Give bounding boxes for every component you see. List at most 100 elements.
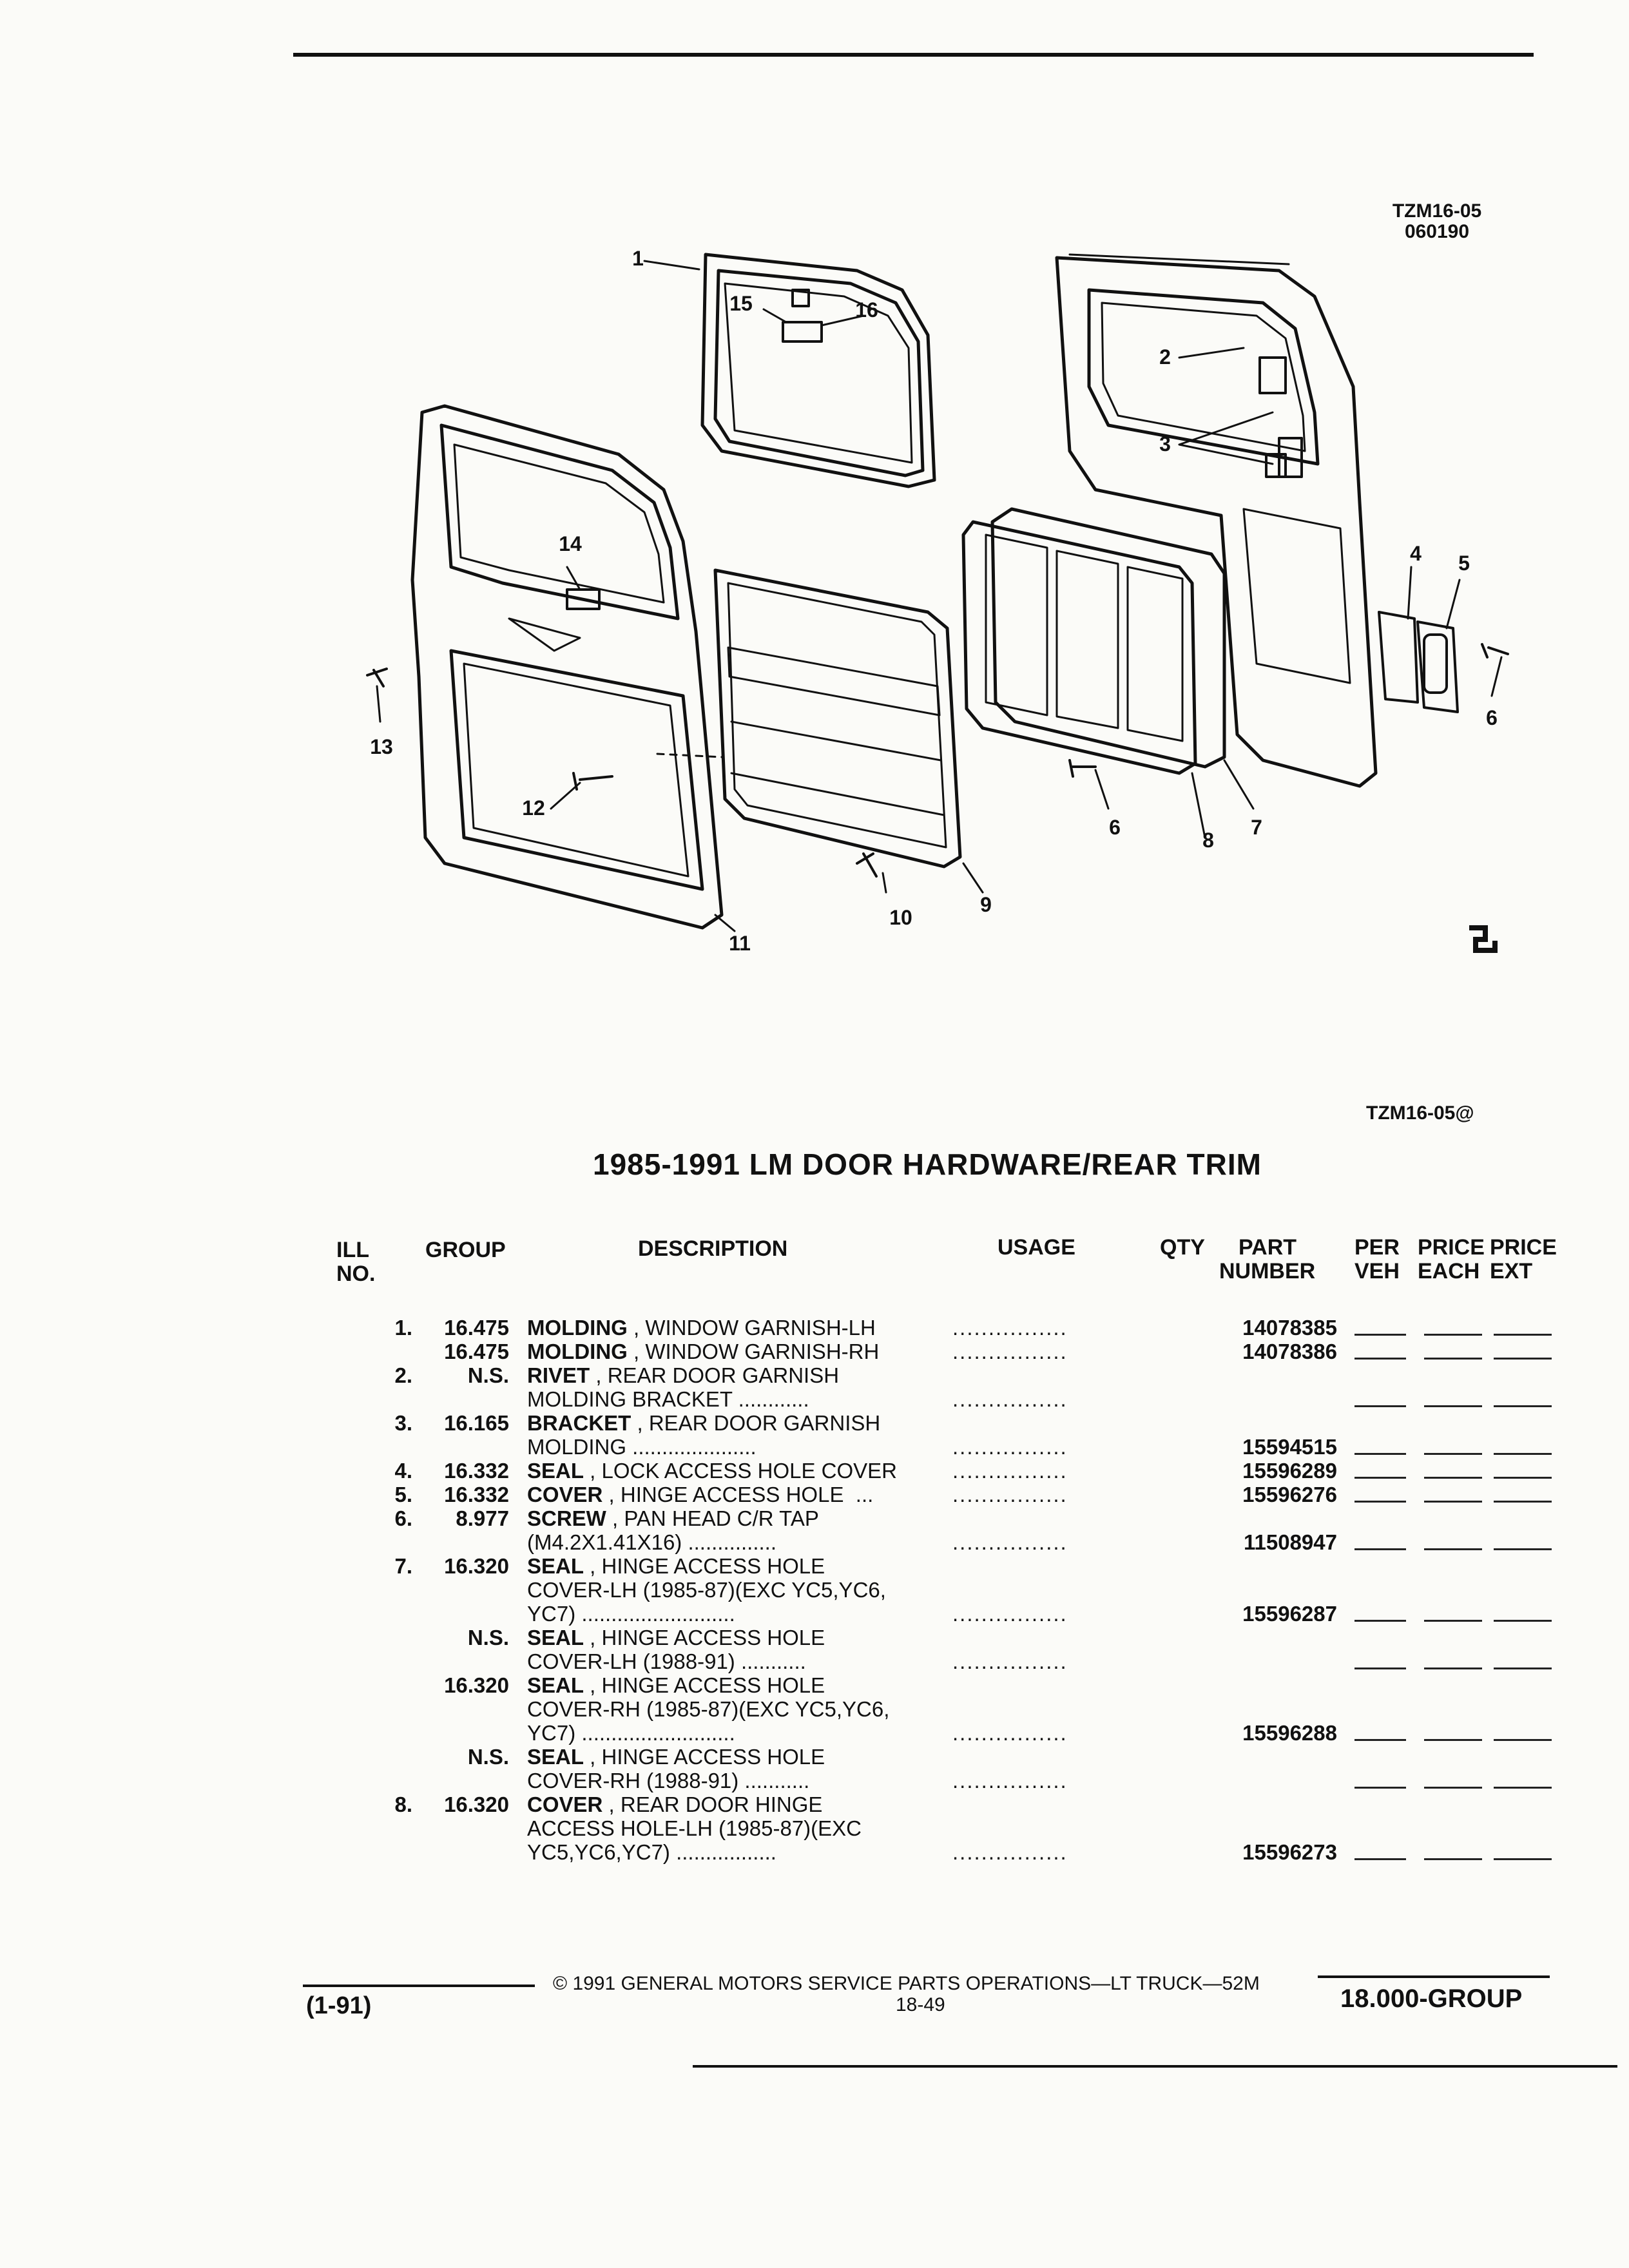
part-number: 15596276 [1242,1483,1337,1506]
price-ext-blank [1494,1477,1552,1479]
ill-no: 5. [394,1483,412,1506]
figure-ref: TZM16-05@ [1366,1102,1474,1124]
price-ext-blank [1494,1358,1552,1360]
price-ext-blank [1494,1453,1552,1455]
bottom-rule [693,2065,1617,2068]
price-each-blank [1424,1501,1482,1503]
per-veh-blank [1354,1358,1406,1360]
group-code: 16.475 [444,1340,509,1363]
callout-10: 10 [889,906,912,929]
table-row: ACCESS HOLE-LH (1985-87)(EXC [0,1816,1629,1840]
group-code: 16.332 [444,1459,509,1483]
price-each-blank [1424,1667,1482,1669]
table-row: 16.320 SEAL , HINGE ACCESS HOLE [0,1673,1629,1697]
footer-page-number: 18-49 [896,1994,945,2015]
part-detail: , REAR DOOR HINGE [602,1792,823,1816]
per-veh-blank [1354,1548,1406,1550]
ill-no: 2. [394,1363,412,1387]
per-veh-blank [1354,1334,1406,1336]
col-ill-no: NO. [336,1262,376,1286]
part-name: MOLDING [527,1316,628,1340]
per-veh-blank [1354,1787,1406,1789]
part-name: SEAL [527,1745,584,1769]
callout-8: 8 [1202,829,1214,852]
table-row: COVER-RH (1985-87)(EXC YC5,YC6, [0,1697,1629,1721]
usage-leader: ................ [952,1602,1068,1626]
price-each-blank [1424,1405,1482,1407]
callout-11: 11 [729,932,751,955]
part-description: SEAL , HINGE ACCESS HOLE [527,1745,825,1769]
group-code: N.S. [467,1626,509,1649]
part-detail: , WINDOW GARNISH-RH [627,1340,880,1363]
col-price-ext: PRICE [1490,1235,1557,1260]
table-row: 2.N.S.RIVET , REAR DOOR GARNISH [0,1363,1629,1387]
part-detail: YC7) .......................... [527,1602,735,1626]
price-each-blank [1424,1358,1482,1360]
usage-leader: ................ [952,1721,1068,1745]
price-ext-blank [1494,1858,1552,1860]
callout-3: 3 [1159,432,1171,456]
footer-date: (1-91) [306,1992,372,2019]
per-veh-blank [1354,1620,1406,1622]
callout-6: 6 [1486,706,1498,729]
part-detail: COVER-RH (1985-87)(EXC YC5,YC6, [527,1697,890,1721]
price-ext-blank [1494,1620,1552,1622]
price-each-blank [1424,1787,1482,1789]
usage-leader: ................ [952,1316,1068,1340]
part-detail: YC5,YC6,YC7) ................. [527,1840,776,1864]
part-2-3-brackets [1258,356,1303,478]
part-number: 14078385 [1242,1316,1337,1340]
part-name: SEAL [527,1554,584,1578]
usage-leader: ................ [952,1483,1068,1506]
part-name: BRACKET [527,1411,631,1435]
callout-7: 7 [1251,816,1262,839]
part-description: SEAL , HINGE ACCESS HOLE [527,1626,825,1649]
part-detail: , REAR DOOR GARNISH [631,1411,881,1435]
group-code: 16.332 [444,1483,509,1506]
callout-4: 4 [1410,542,1422,565]
logo-mark-icon [1469,925,1498,953]
per-veh-blank [1354,1858,1406,1860]
part-detail: , HINGE ACCESS HOLE ... [602,1483,874,1506]
part-description: MOLDING BRACKET ............ [527,1387,809,1411]
part-detail: MOLDING ..................... [527,1435,757,1459]
usage-leader: ................ [952,1840,1068,1864]
price-ext-blank [1494,1787,1552,1789]
part-detail: , REAR DOOR GARNISH [590,1363,840,1387]
part-detail: , HINGE ACCESS HOLE [584,1626,825,1649]
price-each-blank [1424,1453,1482,1455]
table-row: COVER-RH (1988-91) .....................… [0,1769,1629,1792]
part-name: COVER [527,1483,603,1506]
part-description: BRACKET , REAR DOOR GARNISH [527,1411,880,1435]
part-number: 15594515 [1242,1435,1337,1459]
part-detail: , PAN HEAD C/R TAP [606,1506,819,1530]
part-name: MOLDING [527,1340,628,1363]
group-code: 16.320 [444,1673,509,1697]
footer-rule-right [1318,1975,1550,1978]
part-name: SCREW [527,1506,606,1530]
part-detail: , LOCK ACCESS HOLE COVER [584,1459,897,1483]
per-veh-blank [1354,1501,1406,1503]
usage-leader: ................ [952,1435,1068,1459]
part-description: MOLDING ..................... [527,1435,757,1459]
part-description: SEAL , LOCK ACCESS HOLE COVER [527,1459,897,1483]
callout-5: 5 [1458,552,1470,575]
part-description: COVER , HINGE ACCESS HOLE ... [527,1483,873,1506]
part-detail: , HINGE ACCESS HOLE [584,1673,825,1697]
part-number: 15596289 [1242,1459,1337,1483]
part-description: MOLDING , WINDOW GARNISH-LH [527,1316,876,1340]
part-number: 15596273 [1242,1840,1337,1864]
part-number: 11508947 [1243,1530,1337,1554]
col-description: DESCRIPTION [638,1236,788,1261]
per-veh-blank [1354,1477,1406,1479]
col-part-number: NUMBER [1219,1259,1316,1283]
col-price-each-2: EACH [1418,1259,1480,1283]
callout-16: 16 [855,298,878,322]
col-per: PER [1354,1235,1400,1260]
usage-leader: ................ [952,1459,1068,1483]
ill-no: 3. [394,1411,412,1435]
callout-13: 13 [370,735,393,758]
part-name: SEAL [527,1673,584,1697]
